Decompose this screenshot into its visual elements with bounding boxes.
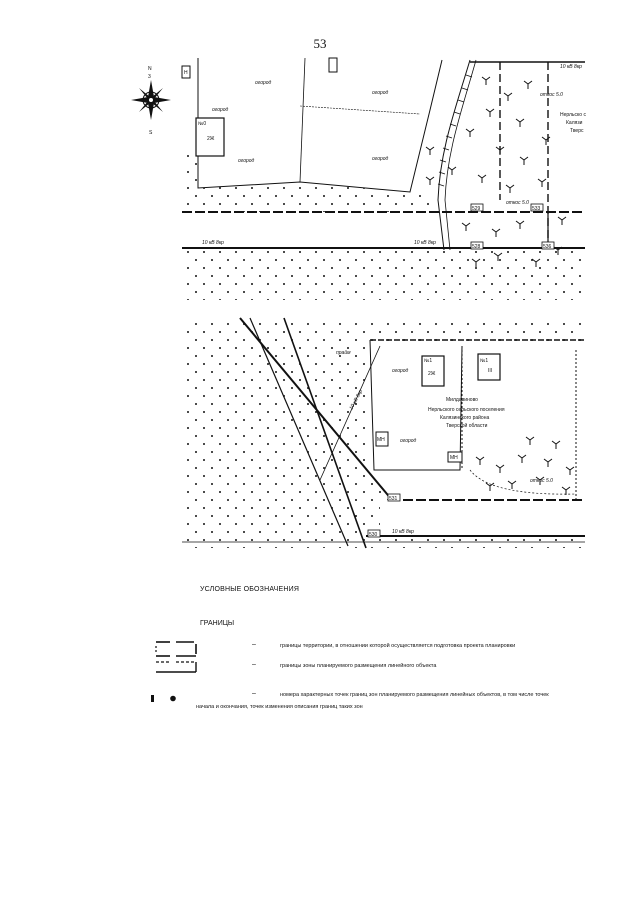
point-533-label: 533 [532,206,541,212]
compass-south-label: S [149,130,153,136]
legend-subtitle: ГРАНИЦЫ [200,620,235,627]
building-n-label: Н [184,70,188,76]
zone-boundary-symbol [156,661,197,673]
nerl-sp-label: Нерльско с [560,112,586,118]
house-n1-label: №1 [424,358,432,364]
legend-text-points: номера характерных точек границ зон план… [280,692,549,698]
point-531-label: 531 [389,496,398,502]
ogorod-label-1: огород [255,80,272,86]
site-plan-map: N 3 S №0 2Ж Н огород огород огород огоро… [131,57,586,549]
building-mn-label: МН [377,437,385,443]
tver-label: Тверс [570,128,584,134]
ogorod-label-6: огород [392,368,409,374]
compass-rose-icon [131,80,171,120]
village-desc-2: Калязинского района [440,414,489,421]
point-529-label: 529 [472,206,481,212]
page-number: 53 [313,36,327,51]
point-536-label: 536 [543,244,552,250]
otkos-label-lower: откос 5.0 [530,478,553,484]
ogorod-label-7: огород [400,438,417,444]
power-line-label-1: 10 кВ 8кр [202,240,224,246]
kalyaz-label: Калязи [566,120,583,126]
point-number-symbol [151,695,176,702]
legend-dash-3: – [252,690,256,697]
house-number-label: №0 [198,121,206,127]
praim-label: прайм [336,349,351,356]
line-label-top: 10 кВ 8кр [560,64,582,70]
point-530-label: 530 [369,532,378,538]
legend-dash-2: – [252,661,256,668]
legend-dash-1: – [252,641,256,648]
village-desc-1: Нерльского сельского поселения [428,407,505,413]
ogorod-label-5: огород [372,156,389,162]
power-line-label-2: 10 кВ 8кр [414,240,436,246]
upper-map-fragment: №0 2Ж Н огород огород огород огород огор… [181,57,586,300]
point-528-label: 528 [472,244,481,250]
otkos-label-upper: откос 5.0 [540,92,563,98]
legend-text-zone: границы зоны планируемого размещения лин… [280,663,437,669]
otkos-label-upper-2: откос 5.0 [506,200,529,206]
lower-map-fragment: 10 кВ 8кр прайм №1 2Ж №1 III МН МН огоро… [182,317,585,549]
ogorod-label-2: огород [372,90,389,96]
territory-boundary-symbol [155,641,197,657]
building-mn-label-2: МН [450,455,458,461]
ogorod-label-3: огород [212,107,229,113]
legend-symbols [151,641,197,702]
ogorod-label-4: огород [238,158,255,164]
compass-north-label: N [148,66,152,72]
forest-area-lower [475,436,575,496]
legend-text-territory: границы территории, в отношении которой … [280,643,516,649]
legend-text-points-cont: начала и окончания, точек изменения опис… [196,704,363,710]
legend-title: УСЛОВНЫЕ ОБОЗНАЧЕНИЯ [200,586,300,593]
house-2zh-label-lower: 2Ж [428,371,436,377]
compass-label-2: 3 [148,74,151,80]
building-iii-label: III [488,368,492,374]
house-2zh-label: 2Ж [207,136,215,142]
power-line-label-lower: 10 кВ 8кр [392,529,414,535]
village-desc-3: Тверской области [446,422,488,429]
house-n1-label-2: №1 [480,358,488,364]
village-name-label: Милдавиново [446,397,478,403]
